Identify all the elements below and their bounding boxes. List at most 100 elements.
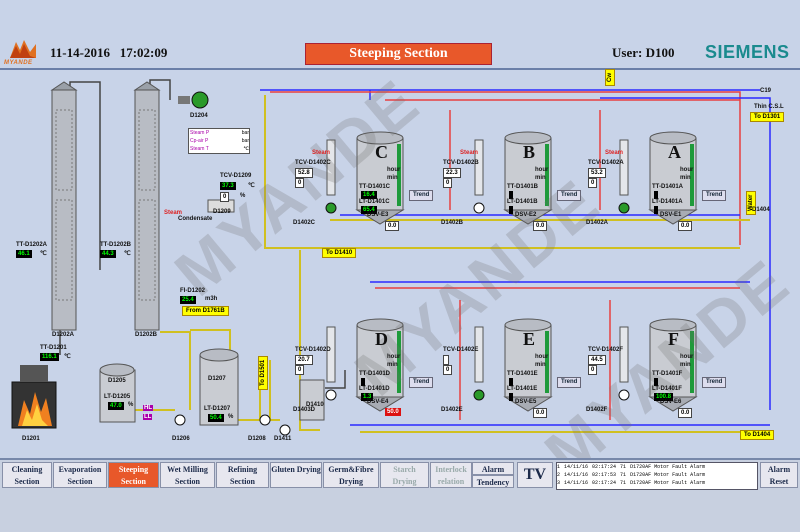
trend-button[interactable]: Trend — [702, 190, 727, 201]
nav-button-interlock-relation[interactable]: Interlock relation — [430, 462, 472, 488]
alarm-msg: D1720AF Motor Fault Alarm — [630, 480, 706, 486]
tank-1205-label: D1205 — [108, 378, 126, 384]
pump-1208-label: D1208 — [248, 436, 266, 442]
level-bar — [690, 331, 694, 393]
to-d1501-tag[interactable]: To D1501 — [258, 355, 268, 390]
user-label: User: D100 — [612, 45, 675, 60]
tank-pump[interactable] — [618, 202, 630, 214]
tank-pump[interactable] — [473, 389, 485, 401]
steeping-tank-top — [504, 318, 552, 332]
alarm-date: 14/11/16 — [564, 464, 589, 470]
header-divider — [0, 68, 800, 70]
trend-button[interactable]: Trend — [409, 190, 434, 201]
cp-air-row: Cp-air P bar — [190, 138, 249, 144]
tt-value — [509, 378, 513, 386]
tank-pump[interactable] — [325, 202, 337, 214]
nav-button-germ-fibre-drying[interactable]: Germ&Fibre Drying — [323, 462, 379, 488]
tcv-pct: 0 — [443, 178, 453, 188]
alarm-msg: D1720AF Motor Fault Alarm — [630, 472, 706, 478]
to-d1410-tag[interactable]: To D1410 — [322, 248, 357, 258]
tank-pump[interactable] — [473, 202, 485, 214]
dsv-label: DSV-E1 — [660, 212, 682, 218]
tt-label: TT-D1401D — [359, 371, 391, 377]
level-bar — [545, 331, 549, 393]
tcv-pct: 0 — [295, 365, 305, 375]
trend-button[interactable]: Trend — [557, 190, 582, 201]
tank-pump[interactable] — [618, 389, 630, 401]
nav-button-cleaning-section[interactable]: Cleaning Section — [2, 462, 52, 488]
dsv-value: 0.0 — [533, 221, 548, 231]
alarm-n: 2 — [557, 472, 561, 478]
lt-1205-value: 47.0 — [108, 402, 124, 410]
heat-exchanger — [619, 326, 629, 383]
alarm-button[interactable]: Alarm — [472, 462, 514, 475]
nav-button-gluten-drying[interactable]: Gluten Drying — [270, 462, 322, 488]
tank-min: min — [535, 175, 546, 181]
tank-hour: hour — [535, 167, 549, 173]
lt-label: LT-D1401C — [359, 199, 390, 205]
fi-1202-value: 25.4 — [180, 296, 196, 304]
from-d1761b-tag[interactable]: From D1761B — [182, 306, 229, 316]
tt-1202b-label: TT-D1202B — [100, 242, 132, 248]
lt-label: LT-D1401D — [359, 386, 390, 392]
fi-1202-unit: m3h — [205, 296, 218, 302]
thin-csl-label: Thin C.S.L — [754, 104, 784, 110]
tt-label: TT-D1401A — [652, 184, 684, 190]
tcv-value: 52.8 — [295, 168, 313, 178]
tcv-1209-pct-unit: % — [240, 193, 246, 199]
steam-t-row: Steam T ℃ — [190, 146, 249, 152]
lt-label: LT-D1401F — [652, 386, 682, 392]
to-d1404-tag[interactable]: To D1404 — [740, 430, 775, 440]
steam-label: Steam — [460, 150, 479, 156]
page-title: Steeping Section — [305, 43, 492, 65]
tt-1201-label: TT-D1201 — [40, 345, 67, 351]
alarm-reset-button[interactable]: Alarm Reset — [760, 462, 798, 488]
dsv-value: 0.0 — [533, 408, 548, 418]
lt-value — [509, 206, 513, 214]
pump-label: D1402A — [586, 220, 609, 226]
tv-button[interactable]: TV — [517, 462, 553, 488]
dsv-value: 0.0 — [678, 221, 693, 231]
tt-label: TT-D1401F — [652, 371, 683, 377]
tt-value — [654, 378, 658, 386]
nav-button-refining-section[interactable]: Refining Section — [216, 462, 269, 488]
alarm-msg: D1720AF Motor Fault Alarm — [630, 464, 706, 470]
lt-value: 100.8 — [654, 393, 674, 401]
trend-button[interactable]: Trend — [702, 377, 727, 388]
tank-hour: hour — [680, 167, 694, 173]
tcv-1209-value: 37.3 — [220, 182, 236, 190]
tank-min: min — [535, 362, 546, 368]
tank-min: min — [680, 362, 691, 368]
nav-button-evaporation-section[interactable]: Evaporation Section — [53, 462, 107, 488]
pump-label: D1204 — [190, 113, 208, 119]
lt-1207-value: 50.4 — [208, 414, 224, 422]
steeping-tank-top — [356, 318, 404, 332]
time: 17:02:09 — [119, 45, 168, 60]
tower-b-label: D1202B — [135, 332, 158, 338]
tt-value — [509, 191, 513, 199]
tt-value — [654, 191, 658, 199]
alarm-code: 71 — [620, 480, 627, 486]
trend-button[interactable]: Trend — [409, 377, 434, 388]
d1404-label: D1404 — [752, 207, 770, 213]
tank-pump[interactable] — [325, 389, 337, 401]
trend-button[interactable]: Trend — [557, 377, 582, 388]
tcv-1209-label: TCV-D1209 — [220, 173, 252, 179]
tcv-pct: 0 — [588, 365, 598, 375]
to-d1301-tag[interactable]: To D1301 — [750, 112, 785, 122]
nav-button-wet-milling-section[interactable]: Wet Milling Section — [160, 462, 215, 488]
tank-hour: hour — [387, 354, 401, 360]
tcv-label: TCV-D1402E — [443, 347, 479, 353]
dsv-value: 0.0 — [385, 221, 400, 231]
nav-button-steeping-section[interactable]: Steeping Section — [108, 462, 159, 488]
cw-tag[interactable]: Cw — [605, 69, 615, 86]
tendency-button[interactable]: Tendency — [472, 475, 514, 488]
tcv-value: 20.7 — [295, 355, 313, 365]
nav-button-starch-drying[interactable]: Starch Drying — [380, 462, 429, 488]
tcv-value: 22.3 — [443, 168, 461, 178]
tt-1202a-unit: ℃ — [40, 251, 47, 257]
